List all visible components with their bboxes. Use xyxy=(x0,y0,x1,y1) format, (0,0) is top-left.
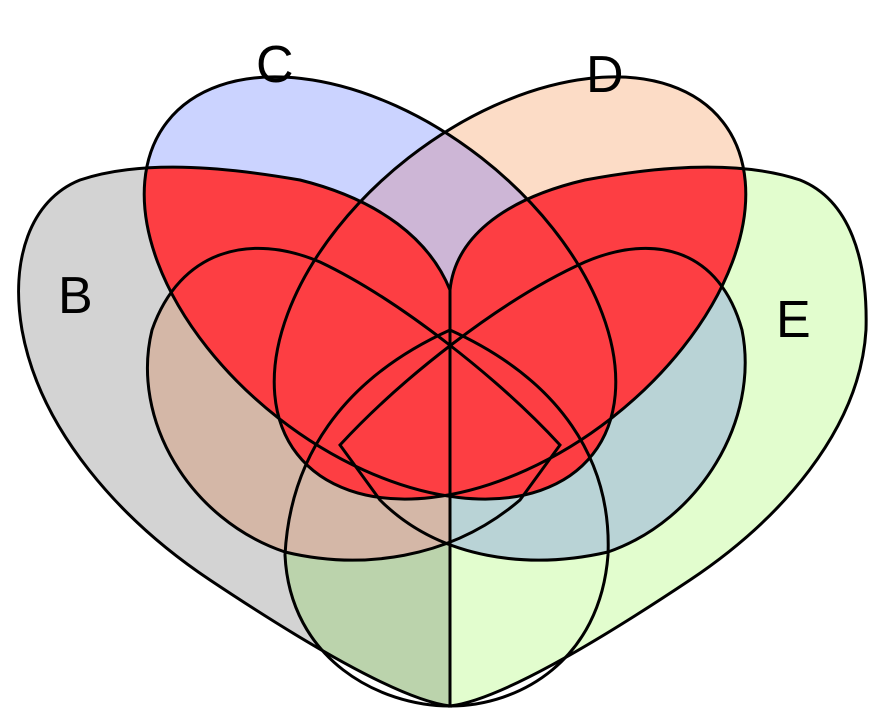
set-d-label: D xyxy=(586,46,624,104)
set-e-label: E xyxy=(776,291,811,349)
set-b-label: B xyxy=(58,267,93,325)
set-c-label: C xyxy=(256,36,294,94)
